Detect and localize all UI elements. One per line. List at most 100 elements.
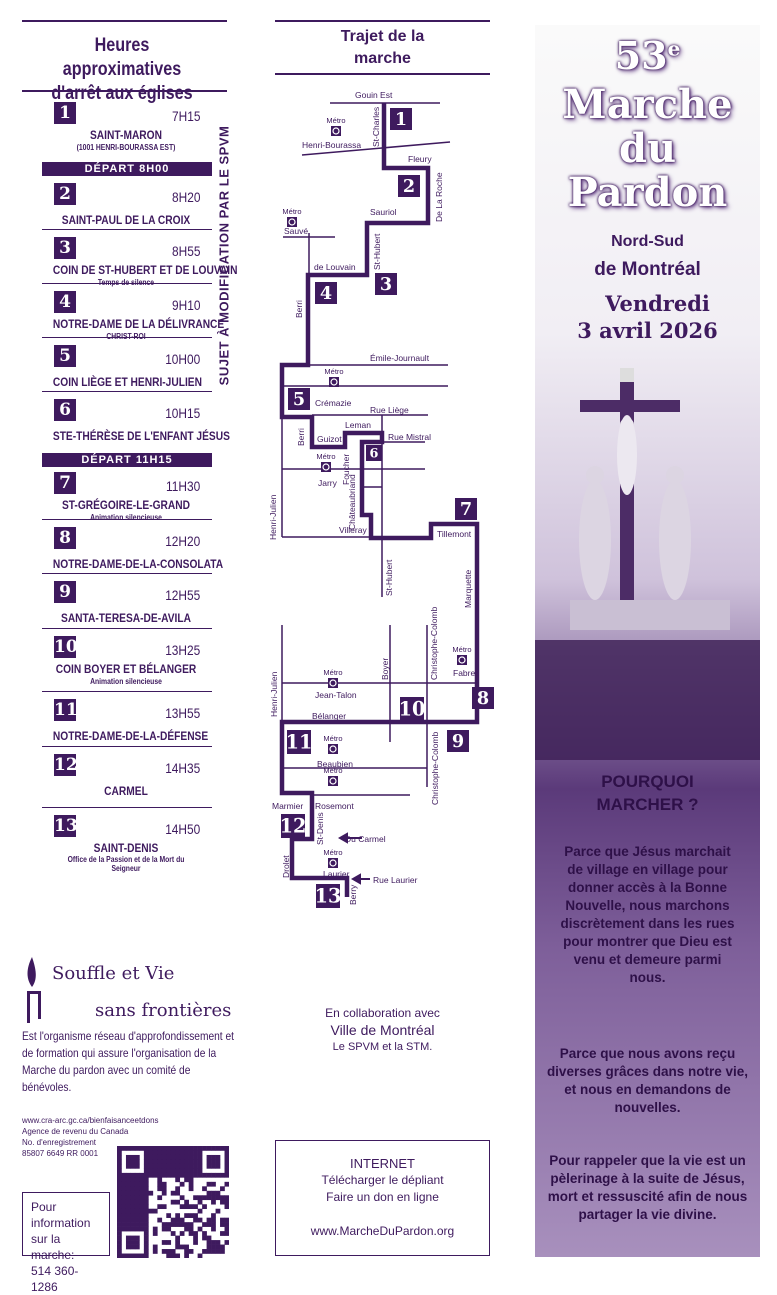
svg-text:Métro: Métro — [316, 452, 335, 461]
street-label: Rosemont — [315, 801, 354, 811]
svg-text:7: 7 — [460, 499, 472, 520]
divider — [22, 20, 227, 22]
street-label: Berri — [296, 428, 306, 446]
street-label: Christophe-Colomb — [430, 732, 440, 805]
svg-text:1: 1 — [395, 109, 407, 130]
street-label: Drolet — [281, 855, 291, 878]
stop-number: 3 — [54, 237, 76, 259]
street-label: Jean-Talon — [315, 690, 357, 700]
svg-text:9: 9 — [452, 731, 464, 752]
stop-note: (1001 HENRI-BOURASSA EST) — [76, 143, 176, 152]
stop-item: 1 7H15 SAINT-MARON(1001 HENRI-BOURASSA E… — [40, 102, 212, 152]
stop-number: 4 — [54, 291, 76, 313]
stop-item: 11 13H55 NOTRE-DAME-DE-LA-DÉFENSE — [40, 699, 212, 749]
website-link[interactable]: www.MarcheDuPardon.org — [310, 1224, 455, 1238]
stop-number: 2 — [54, 183, 76, 205]
stop-item: 12 14H35 CARMEL — [40, 754, 212, 804]
street-label: Du Carmel — [345, 834, 386, 844]
stop-marker: 9 — [447, 730, 469, 752]
stop-number: 8 — [54, 527, 76, 549]
street-label: Villeray — [339, 525, 367, 535]
stop-time: 12H55 — [164, 587, 200, 603]
stop-note: Office de la Passion et de la Mort du Se… — [67, 855, 185, 873]
divider — [42, 283, 212, 284]
internet-box: INTERNET Télécharger le dépliant Faire u… — [275, 1140, 490, 1256]
divider — [42, 628, 212, 629]
logo-line2: sans frontières — [95, 1000, 232, 1021]
metro-icon: Métro — [452, 645, 472, 665]
svg-text:10: 10 — [399, 698, 426, 721]
cra-url[interactable]: www.cra-arc.gc.ca/bienfaisanceetdons — [22, 1116, 159, 1125]
street-label: St-Denis — [315, 812, 325, 845]
street-label: Henri-Julien — [269, 671, 279, 717]
stop-name: STE-THÉRÈSE DE L'ENFANT JÉSUS — [52, 429, 230, 443]
street-label: De La Roche — [434, 172, 444, 222]
metro-icon: Métro — [323, 766, 343, 786]
divider — [42, 573, 212, 574]
street-label: Leman — [345, 420, 371, 430]
stop-name: NOTRE-DAME DE LA DÉLIVRANCE — [52, 317, 225, 331]
street-label: Foucher — [341, 454, 351, 485]
stop-item: 5 10H00 COIN LIÈGE ET HENRI-JULIEN — [40, 345, 212, 395]
stop-name: NOTRE-DAME-DE-LA-DÉFENSE — [52, 729, 209, 743]
stop-time: 10H00 — [164, 351, 200, 367]
logo-line1: Souffle et Vie — [52, 963, 175, 984]
donate-link[interactable]: Faire un don en ligne — [326, 1190, 439, 1204]
street-label: Henri-Julien — [268, 494, 278, 540]
svg-text:Métro: Métro — [323, 848, 342, 857]
street-label: St-Charles — [371, 107, 381, 147]
qr-code[interactable] — [117, 1146, 229, 1258]
metro-icon: Métro — [324, 367, 344, 387]
stop-time: 10H15 — [164, 405, 200, 421]
stop-note: Animation silencieuse — [90, 513, 162, 522]
street-label: Bélanger — [312, 711, 346, 721]
street-label: Rue Laurier — [373, 875, 418, 885]
reason-2: Parce que nous avons reçu diverses grâce… — [546, 1046, 749, 1115]
stop-marker: 4 — [315, 282, 337, 304]
stop-name: SANTA-TERESA-DE-AVILA — [61, 611, 191, 625]
divider — [42, 229, 212, 230]
stop-marker: 5 — [288, 388, 310, 410]
street-label: St-Hubert — [372, 233, 382, 270]
stop-time: 14H50 — [164, 821, 200, 837]
street-label: Guizot — [317, 434, 342, 444]
divider — [22, 90, 227, 92]
street-label: Fleury — [408, 154, 432, 164]
divider — [42, 746, 212, 747]
stop-time: 9H10 — [171, 297, 200, 313]
subtitle-city: de Montréal — [594, 259, 701, 280]
stop-marker: 6 — [366, 445, 382, 461]
street-label: Laurier — [323, 869, 350, 879]
stop-item: 8 12H20 NOTRE-DAME-DE-LA-CONSOLATA — [40, 527, 223, 577]
download-link[interactable]: Télécharger le dépliant — [321, 1173, 444, 1187]
stop-number: 6 — [54, 399, 76, 421]
stop-time: 12H20 — [164, 533, 200, 549]
svg-text:Métro: Métro — [323, 734, 342, 743]
stop-marker: 13 — [315, 884, 341, 908]
street-label: Henri-Bourassa — [302, 140, 361, 150]
street-label: Berry — [348, 884, 358, 905]
stop-time: 8H55 — [171, 243, 200, 259]
street-label: Sauvé — [284, 226, 308, 236]
reason-3: Pour rappeler que la vie est un pèlerina… — [547, 1153, 748, 1222]
stop-name: ST-GRÉGOIRE-LE-GRAND — [61, 498, 191, 512]
stop-number: 9 — [54, 581, 76, 603]
org-description: Est l'organisme réseau d'approfondisseme… — [22, 1029, 234, 1094]
street-label: Jarry — [318, 478, 338, 488]
departure-banner: DÉPART 11H15 — [42, 453, 212, 467]
svg-text:2: 2 — [403, 176, 415, 197]
candle-logo-icon — [27, 957, 41, 1023]
stop-name: SAINT-PAUL DE LA CROIX — [61, 213, 191, 227]
street-label: de Louvain — [314, 262, 356, 272]
metro-icon: Métro — [323, 668, 343, 688]
divider — [42, 519, 212, 520]
divider — [42, 391, 212, 392]
stop-name: SAINT-MARON — [90, 128, 162, 142]
map-title: Trajet de la marche — [340, 28, 425, 67]
stop-number: 10 — [54, 636, 78, 658]
